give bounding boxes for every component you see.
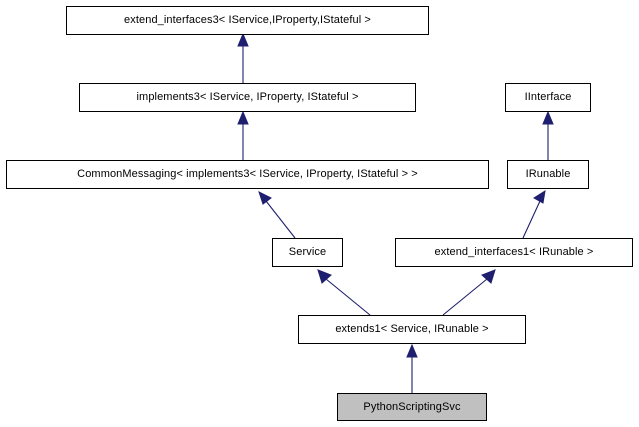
node-irunable[interactable]: IRunable bbox=[507, 160, 589, 189]
edge-extendinterfaces1-to-irunable bbox=[522, 189, 546, 239]
edge-commonmessaging-to-implements3 bbox=[237, 110, 249, 160]
node-iinterface[interactable]: IInterface bbox=[505, 83, 591, 112]
node-extends1[interactable]: extends1< Service, IRunable > bbox=[298, 315, 526, 344]
node-label: CommonMessaging< implements3< IService, … bbox=[77, 168, 418, 180]
node-label: implements3< IService, IProperty, IState… bbox=[136, 91, 359, 103]
node-label: extend_interfaces3< IService,IProperty,I… bbox=[124, 14, 371, 26]
node-label: Service bbox=[288, 246, 327, 258]
node-label: PythonScriptingSvc bbox=[363, 400, 461, 413]
node-extend-interfaces1[interactable]: extend_interfaces1< IRunable > bbox=[395, 238, 633, 267]
edge-pythonscriptingsvc-to-extends1 bbox=[406, 343, 418, 393]
edge-extends1-to-extendinterfaces1 bbox=[442, 269, 496, 316]
node-label: IRunable bbox=[525, 168, 571, 180]
node-extend-interfaces3[interactable]: extend_interfaces3< IService,IProperty,I… bbox=[66, 6, 429, 35]
edge-irunable-to-iinterface bbox=[542, 110, 554, 160]
node-label: extend_interfaces1< IRunable > bbox=[434, 246, 594, 258]
node-label: IInterface bbox=[524, 91, 572, 103]
node-pythonscriptingsvc[interactable]: PythonScriptingSvc bbox=[337, 393, 487, 421]
node-implements3[interactable]: implements3< IService, IProperty, IState… bbox=[79, 83, 416, 112]
node-label: extends1< Service, IRunable > bbox=[335, 323, 489, 335]
node-service[interactable]: Service bbox=[272, 238, 343, 267]
edge-implements3-to-extend_interfaces3 bbox=[237, 32, 249, 83]
edge-service-to-commonmessaging bbox=[258, 191, 296, 239]
node-commonmessaging[interactable]: CommonMessaging< implements3< IService, … bbox=[6, 160, 489, 189]
edge-extends1-to-service bbox=[317, 269, 371, 316]
